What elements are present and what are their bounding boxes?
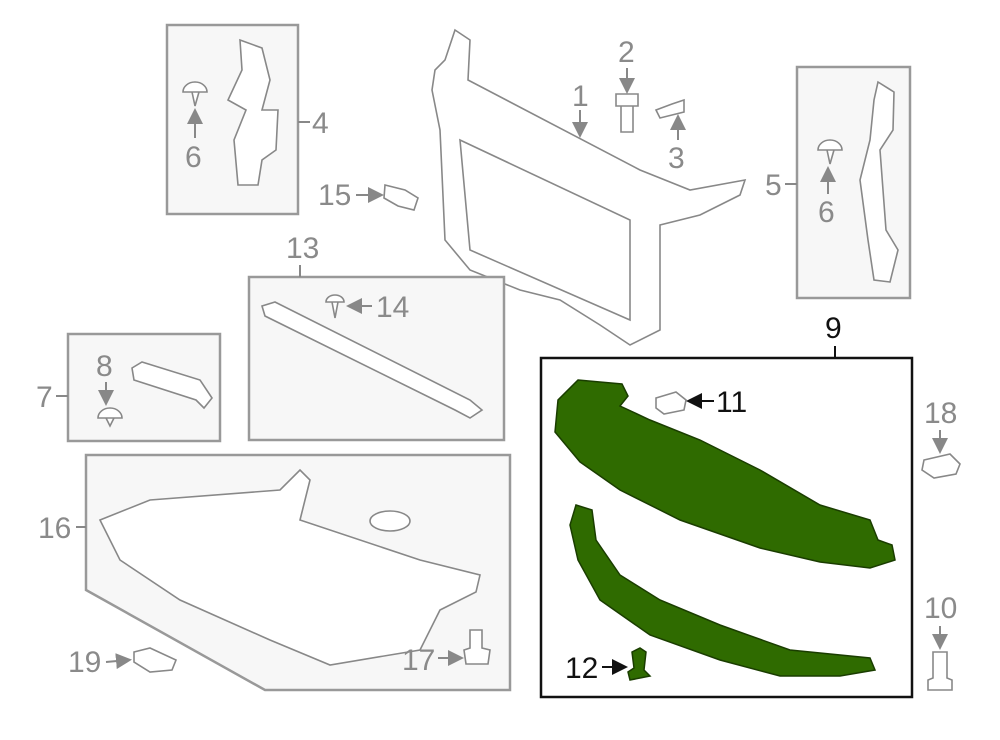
bracket-7[interactable]: [131, 361, 213, 410]
air-guide-right[interactable]: [859, 80, 899, 283]
bolt-17[interactable]: [463, 629, 491, 665]
bolt-2[interactable]: 2: [615, 36, 639, 133]
clip-19[interactable]: [133, 647, 178, 673]
callout-15: 15: [318, 179, 351, 212]
clip-12[interactable]: [627, 647, 652, 681]
group-box-7: 7 8: [36, 332, 222, 443]
callout-18: 18: [924, 397, 957, 430]
callout-2: 2: [618, 36, 635, 69]
bolt-10[interactable]: 10: [924, 592, 957, 691]
callout-6-right: 6: [818, 196, 835, 229]
callout-16: 16: [38, 512, 71, 545]
callout-19: 19: [68, 646, 101, 679]
radiator-support[interactable]: 1: [431, 28, 747, 346]
callout-6-left: 6: [185, 141, 202, 174]
clip-8[interactable]: [97, 407, 123, 428]
grommet[interactable]: [369, 510, 411, 532]
callout-11: 11: [716, 386, 747, 419]
group-box-16: 16 19 17: [38, 453, 512, 692]
callout-7: 7: [36, 381, 53, 414]
callout-10: 10: [924, 592, 957, 625]
nut-11[interactable]: [655, 391, 687, 415]
seal-strip[interactable]: [261, 301, 484, 419]
group-box-5: 6 5: [765, 65, 912, 300]
clip-6-left[interactable]: [182, 81, 208, 107]
callout-5: 5: [765, 169, 782, 202]
bolt-3[interactable]: 3: [654, 98, 686, 175]
callout-17: 17: [402, 644, 435, 677]
callout-8: 8: [96, 350, 113, 383]
clip-6-right[interactable]: [817, 139, 843, 165]
clip-18[interactable]: 18: [921, 397, 961, 479]
under-cover[interactable]: [98, 468, 481, 666]
callout-13: 13: [286, 232, 319, 265]
group-box-9: 9 11 12: [539, 312, 914, 699]
callout-3: 3: [668, 142, 685, 175]
group-box-4: 6 4: [165, 23, 329, 216]
group-box-13: 13 14: [247, 232, 506, 442]
callout-4: 4: [312, 107, 329, 140]
deflector-lower[interactable]: [569, 504, 877, 677]
callout-1: 1: [572, 80, 589, 113]
callout-12: 12: [565, 652, 598, 685]
deflector-upper[interactable]: [554, 379, 896, 569]
sensor-15[interactable]: 15: [318, 179, 419, 212]
callout-9: 9: [825, 312, 842, 345]
clip-14[interactable]: [325, 294, 345, 319]
callout-14: 14: [376, 291, 409, 324]
air-guide-left[interactable]: [226, 38, 279, 186]
